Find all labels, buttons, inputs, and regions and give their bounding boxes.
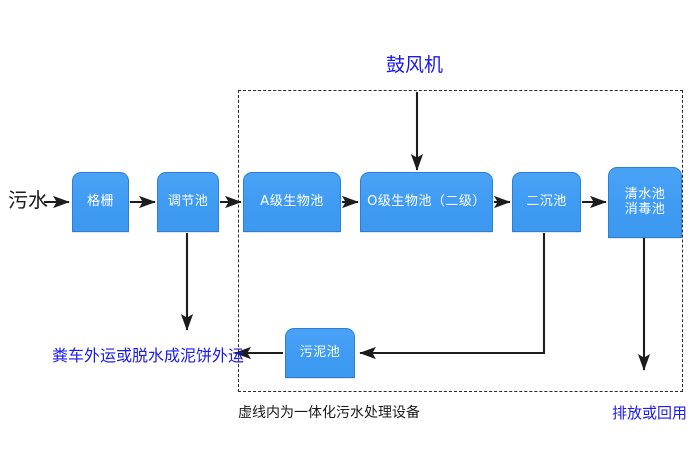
node-grating-label: 格栅 xyxy=(86,193,114,209)
arrow-clarifier-to-sludge xyxy=(359,233,546,360)
node-sludge-pond-label: 污泥池 xyxy=(299,344,341,360)
node-o-stage-bioreactor-label: O级生物池（二级） xyxy=(367,193,486,209)
node-secondary-clarifier[interactable]: 二沉池 xyxy=(512,172,581,232)
node-o-stage-bioreactor[interactable]: O级生物池（二级） xyxy=(360,172,493,232)
label-boundary-caption: 虚线内为一体化污水处理设备 xyxy=(238,405,420,421)
node-clearwell-disinfection[interactable]: 清水池 消毒池 xyxy=(608,167,682,238)
label-influent-wastewater: 污水 xyxy=(8,188,48,212)
node-a-stage-bioreactor-label: A级生物池 xyxy=(260,193,324,209)
node-grating[interactable]: 格栅 xyxy=(72,172,129,232)
node-a-stage-bioreactor[interactable]: A级生物池 xyxy=(243,172,341,232)
label-sludge-disposal: 粪车外运或脱水成泥饼外运 xyxy=(52,346,245,365)
node-secondary-clarifier-label: 二沉池 xyxy=(526,193,567,209)
label-discharge-or-reuse: 排放或回用 xyxy=(612,404,688,422)
node-clearwell-disinfection-label: 清水池 消毒池 xyxy=(624,186,666,217)
label-blower: 鼓风机 xyxy=(386,54,444,76)
integrated-equipment-boundary xyxy=(238,90,683,392)
node-equalization-tank[interactable]: 调节池 xyxy=(157,172,219,232)
node-sludge-pond[interactable]: 污泥池 xyxy=(285,328,355,378)
node-equalization-tank-label: 调节池 xyxy=(167,193,209,209)
